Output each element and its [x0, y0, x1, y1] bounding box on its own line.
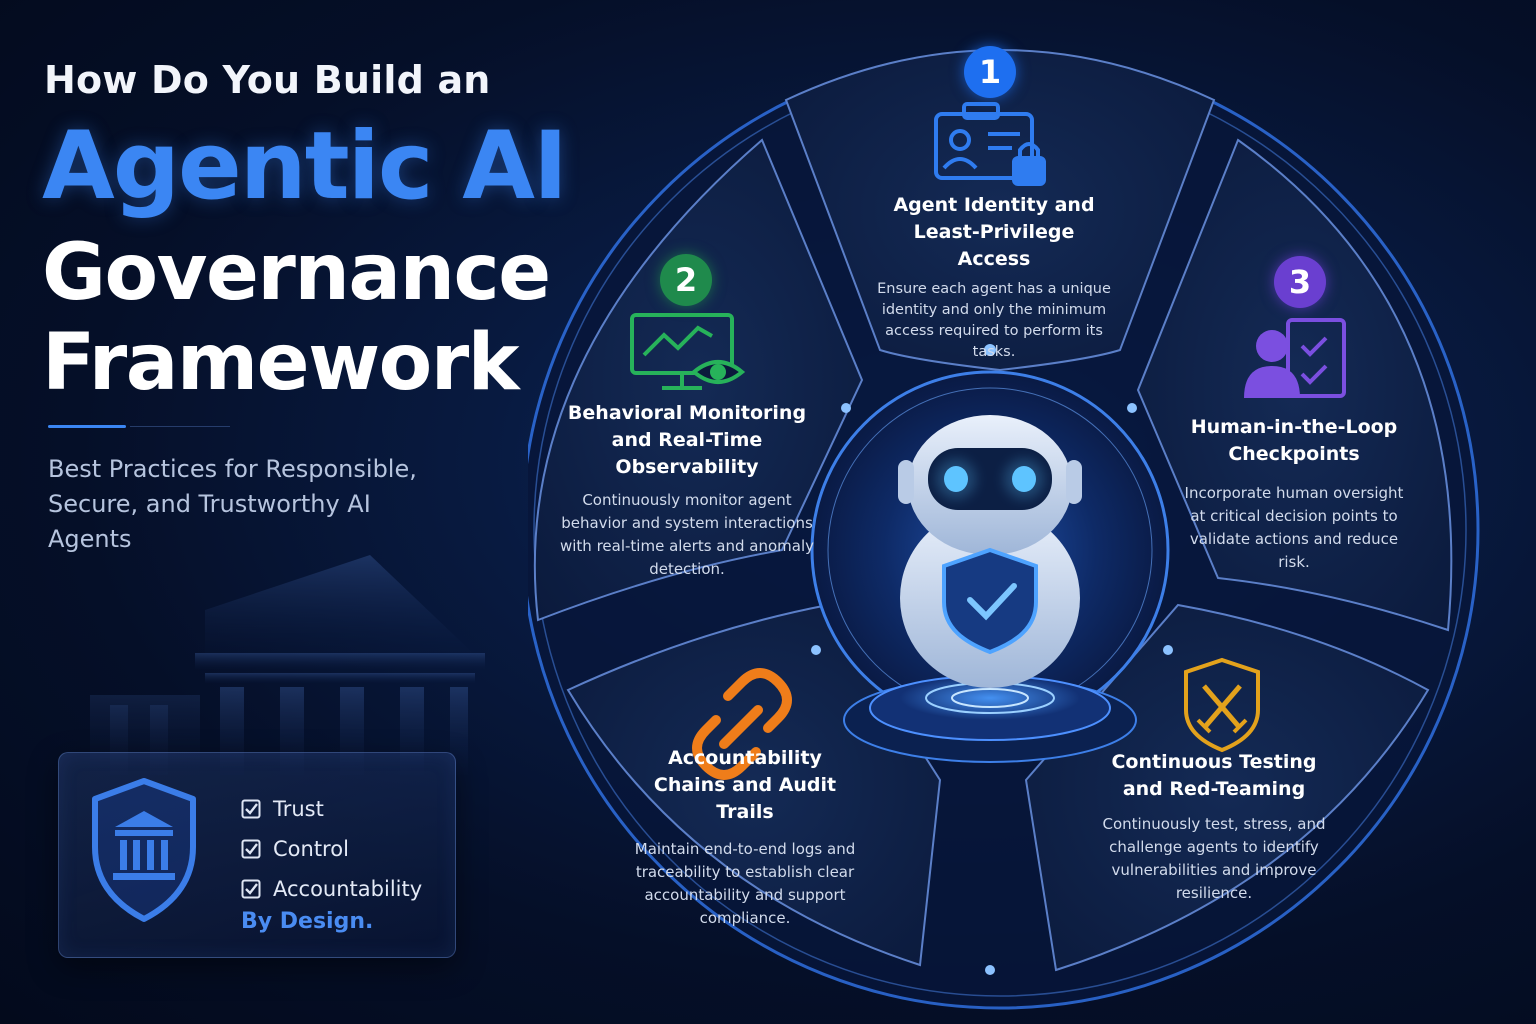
list-item: Control: [241, 829, 422, 869]
segment-1-number: 1: [964, 46, 1016, 98]
chain-link-icon: [692, 668, 792, 780]
segment-5-description: Continuously test, stress, and challenge…: [1102, 815, 1326, 902]
segment-4-title: Accountability Chains and Audit Trails: [653, 747, 837, 823]
segment-1-title: Agent Identity and Least-Privilege Acces…: [893, 194, 1095, 270]
list-item: Accountability: [241, 869, 422, 909]
accent-divider: [48, 425, 126, 428]
id-card-lock-icon: [934, 102, 1046, 186]
checkbox-checked-icon: [241, 839, 261, 859]
principles-list: Trust Control Accountability: [241, 789, 422, 909]
segment-1-shape: [784, 49, 1216, 372]
governance-wheel: 1 2 3 Agent Identity and Least-Privilege…: [528, 30, 1528, 1020]
list-item-label: Control: [273, 837, 349, 861]
segment-4: Accountability Chains and Audit Trails M…: [630, 745, 860, 930]
accent-divider-faint: [130, 426, 230, 427]
principles-card: Trust Control Accountability By Design.: [58, 752, 456, 958]
segment-3-title: Human-in-the-Loop Checkpoints: [1190, 416, 1398, 465]
segment-1: Agent Identity and Least-Privilege Acces…: [874, 192, 1114, 363]
segment-2: Behavioral Monitoring and Real-Time Obse…: [556, 400, 818, 581]
title-line-1: How Do You Build an: [44, 58, 491, 102]
list-item: Trust: [241, 789, 422, 829]
segment-2-description: Continuously monitor agent behavior and …: [559, 491, 815, 578]
segment-5-title: Continuous Testing and Red-Teaming: [1111, 751, 1317, 800]
robot-shield-icon: [898, 415, 1082, 688]
checkbox-checked-icon: [241, 799, 261, 819]
segment-4-shape: [566, 603, 942, 967]
tagline: By Design.: [241, 909, 374, 934]
list-item-label: Trust: [273, 797, 324, 821]
list-item-label: Accountability: [273, 877, 423, 901]
segment-3-description: Incorporate human oversight at critical …: [1184, 484, 1404, 571]
wheel-graphic: [528, 49, 1480, 1010]
shield-bank-icon: [92, 778, 196, 922]
title-line-2: Agentic AI: [42, 112, 568, 221]
subtitle: Best Practices for Responsible, Secure, …: [48, 455, 417, 553]
temple-icon: [90, 555, 485, 775]
person-checklist-icon: [1244, 318, 1346, 398]
title-line-4: Framework: [42, 318, 520, 408]
segment-1-description: Ensure each agent has a unique identity …: [877, 281, 1111, 360]
segment-2-title: Behavioral Monitoring and Real-Time Obse…: [567, 402, 807, 478]
segment-3: Human-in-the-Loop Checkpoints Incorporat…: [1184, 414, 1404, 574]
segment-2-number: 2: [660, 254, 712, 306]
segment-3-number: 3: [1274, 256, 1326, 308]
shield-swords-icon: [1184, 657, 1260, 753]
segment-5: Continuous Testing and Red-Teaming Conti…: [1098, 749, 1330, 905]
checkbox-checked-icon: [241, 879, 261, 899]
title-line-3: Governance: [42, 228, 551, 318]
monitor-eye-icon: [630, 313, 746, 390]
segment-4-description: Maintain end-to-end logs and traceabilit…: [634, 840, 856, 927]
segment-2-shape: [533, 138, 864, 622]
segment-5-shape: [1024, 603, 1430, 972]
